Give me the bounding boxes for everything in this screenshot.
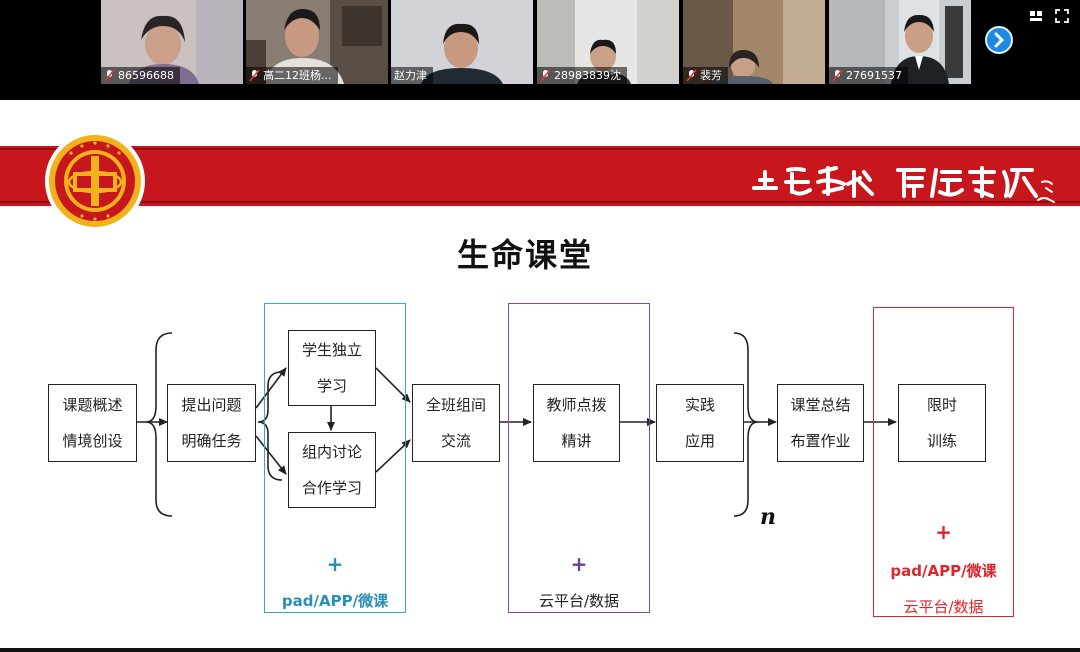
participant-name-bar-1: 86596688 [101, 67, 180, 84]
participant-name-bar-3: 赵力津 [391, 67, 433, 84]
box-independent-study: 学生独立学习 [288, 330, 376, 406]
box-class-summary: 课堂总结布置作业 [777, 384, 864, 462]
group-tools-blue: + pad/APP/微课 [264, 303, 406, 613]
participant-name-bar-4: 28983839沈 [537, 67, 627, 84]
participant-name: 裴芳 [700, 69, 722, 82]
participant-name: 86596688 [118, 69, 174, 82]
box-raise-question: 提出问题明确任务 [167, 384, 256, 462]
grid-layout-icon[interactable] [1028, 8, 1044, 24]
chevron-right-icon [994, 32, 1005, 48]
box-topic-overview: 课题概述情境创设 [48, 384, 137, 462]
participant-name-bar-5: 裴芳 [683, 67, 728, 84]
group-tools-red: + pad/APP/微课 云平台/数据 [873, 307, 1014, 617]
participant-name: 28983839沈 [554, 69, 621, 82]
tools-label: pad/APP/微课 [281, 592, 389, 610]
microphone-muted-icon [686, 69, 697, 82]
plus-sign: + [935, 520, 952, 544]
participant-video-strip: 86596688 高二12班杨... 赵力津 [0, 0, 1080, 100]
participant-tile-6[interactable]: 27691537 [829, 0, 971, 84]
participant-name: 赵力津 [394, 69, 427, 82]
next-page-button[interactable] [985, 26, 1013, 54]
plus-sign: + [326, 552, 344, 576]
school-emblem-logo [45, 131, 145, 231]
tools-label-2: 云平台/数据 [903, 598, 984, 616]
calligraphy-motto-image [752, 166, 1055, 203]
participant-name: 高二12班杨... [263, 69, 332, 82]
box-practice: 实践应用 [656, 384, 744, 462]
slide-header-band [0, 146, 1080, 206]
microphone-muted-icon [540, 69, 551, 82]
participant-tile-2[interactable]: 高二12班杨... [246, 0, 388, 84]
box-class-exchange: 全班组间交流 [412, 384, 500, 462]
tools-label: 云平台/数据 [538, 592, 620, 610]
bottom-edge-bar [0, 648, 1080, 652]
participant-name: 27691537 [846, 69, 902, 82]
participant-tile-1[interactable]: 86596688 [101, 0, 243, 84]
group-tools-purple: + 云平台/数据 [508, 303, 650, 613]
fullscreen-icon[interactable] [1054, 8, 1070, 24]
box-teacher-guidance: 教师点拨精讲 [533, 384, 620, 462]
left-brace-2 [257, 371, 283, 481]
box-group-discussion: 组内讨论合作学习 [288, 432, 376, 508]
slide-title: 生命课堂 [456, 236, 593, 274]
participant-name-bar-2: 高二12班杨... [246, 67, 338, 84]
plus-sign: + [570, 552, 588, 576]
participant-name-bar-6: 27691537 [829, 67, 908, 84]
tools-label-1: pad/APP/微课 [890, 562, 997, 580]
shared-slide: 生命课堂 + pad/APP/微课 [0, 100, 1080, 652]
participant-tile-3-speaking[interactable]: 赵力津 [391, 0, 533, 84]
microphone-muted-icon [104, 69, 115, 82]
microphone-muted-icon [832, 69, 843, 82]
loop-count-label: n [760, 504, 776, 530]
box-timed-training: 限时训练 [898, 384, 986, 462]
participant-tile-4[interactable]: 28983839沈 [537, 0, 679, 84]
flowchart-connectors [137, 332, 897, 517]
participant-tile-5[interactable]: 裴芳 [683, 0, 825, 84]
microphone-muted-icon [249, 69, 260, 82]
